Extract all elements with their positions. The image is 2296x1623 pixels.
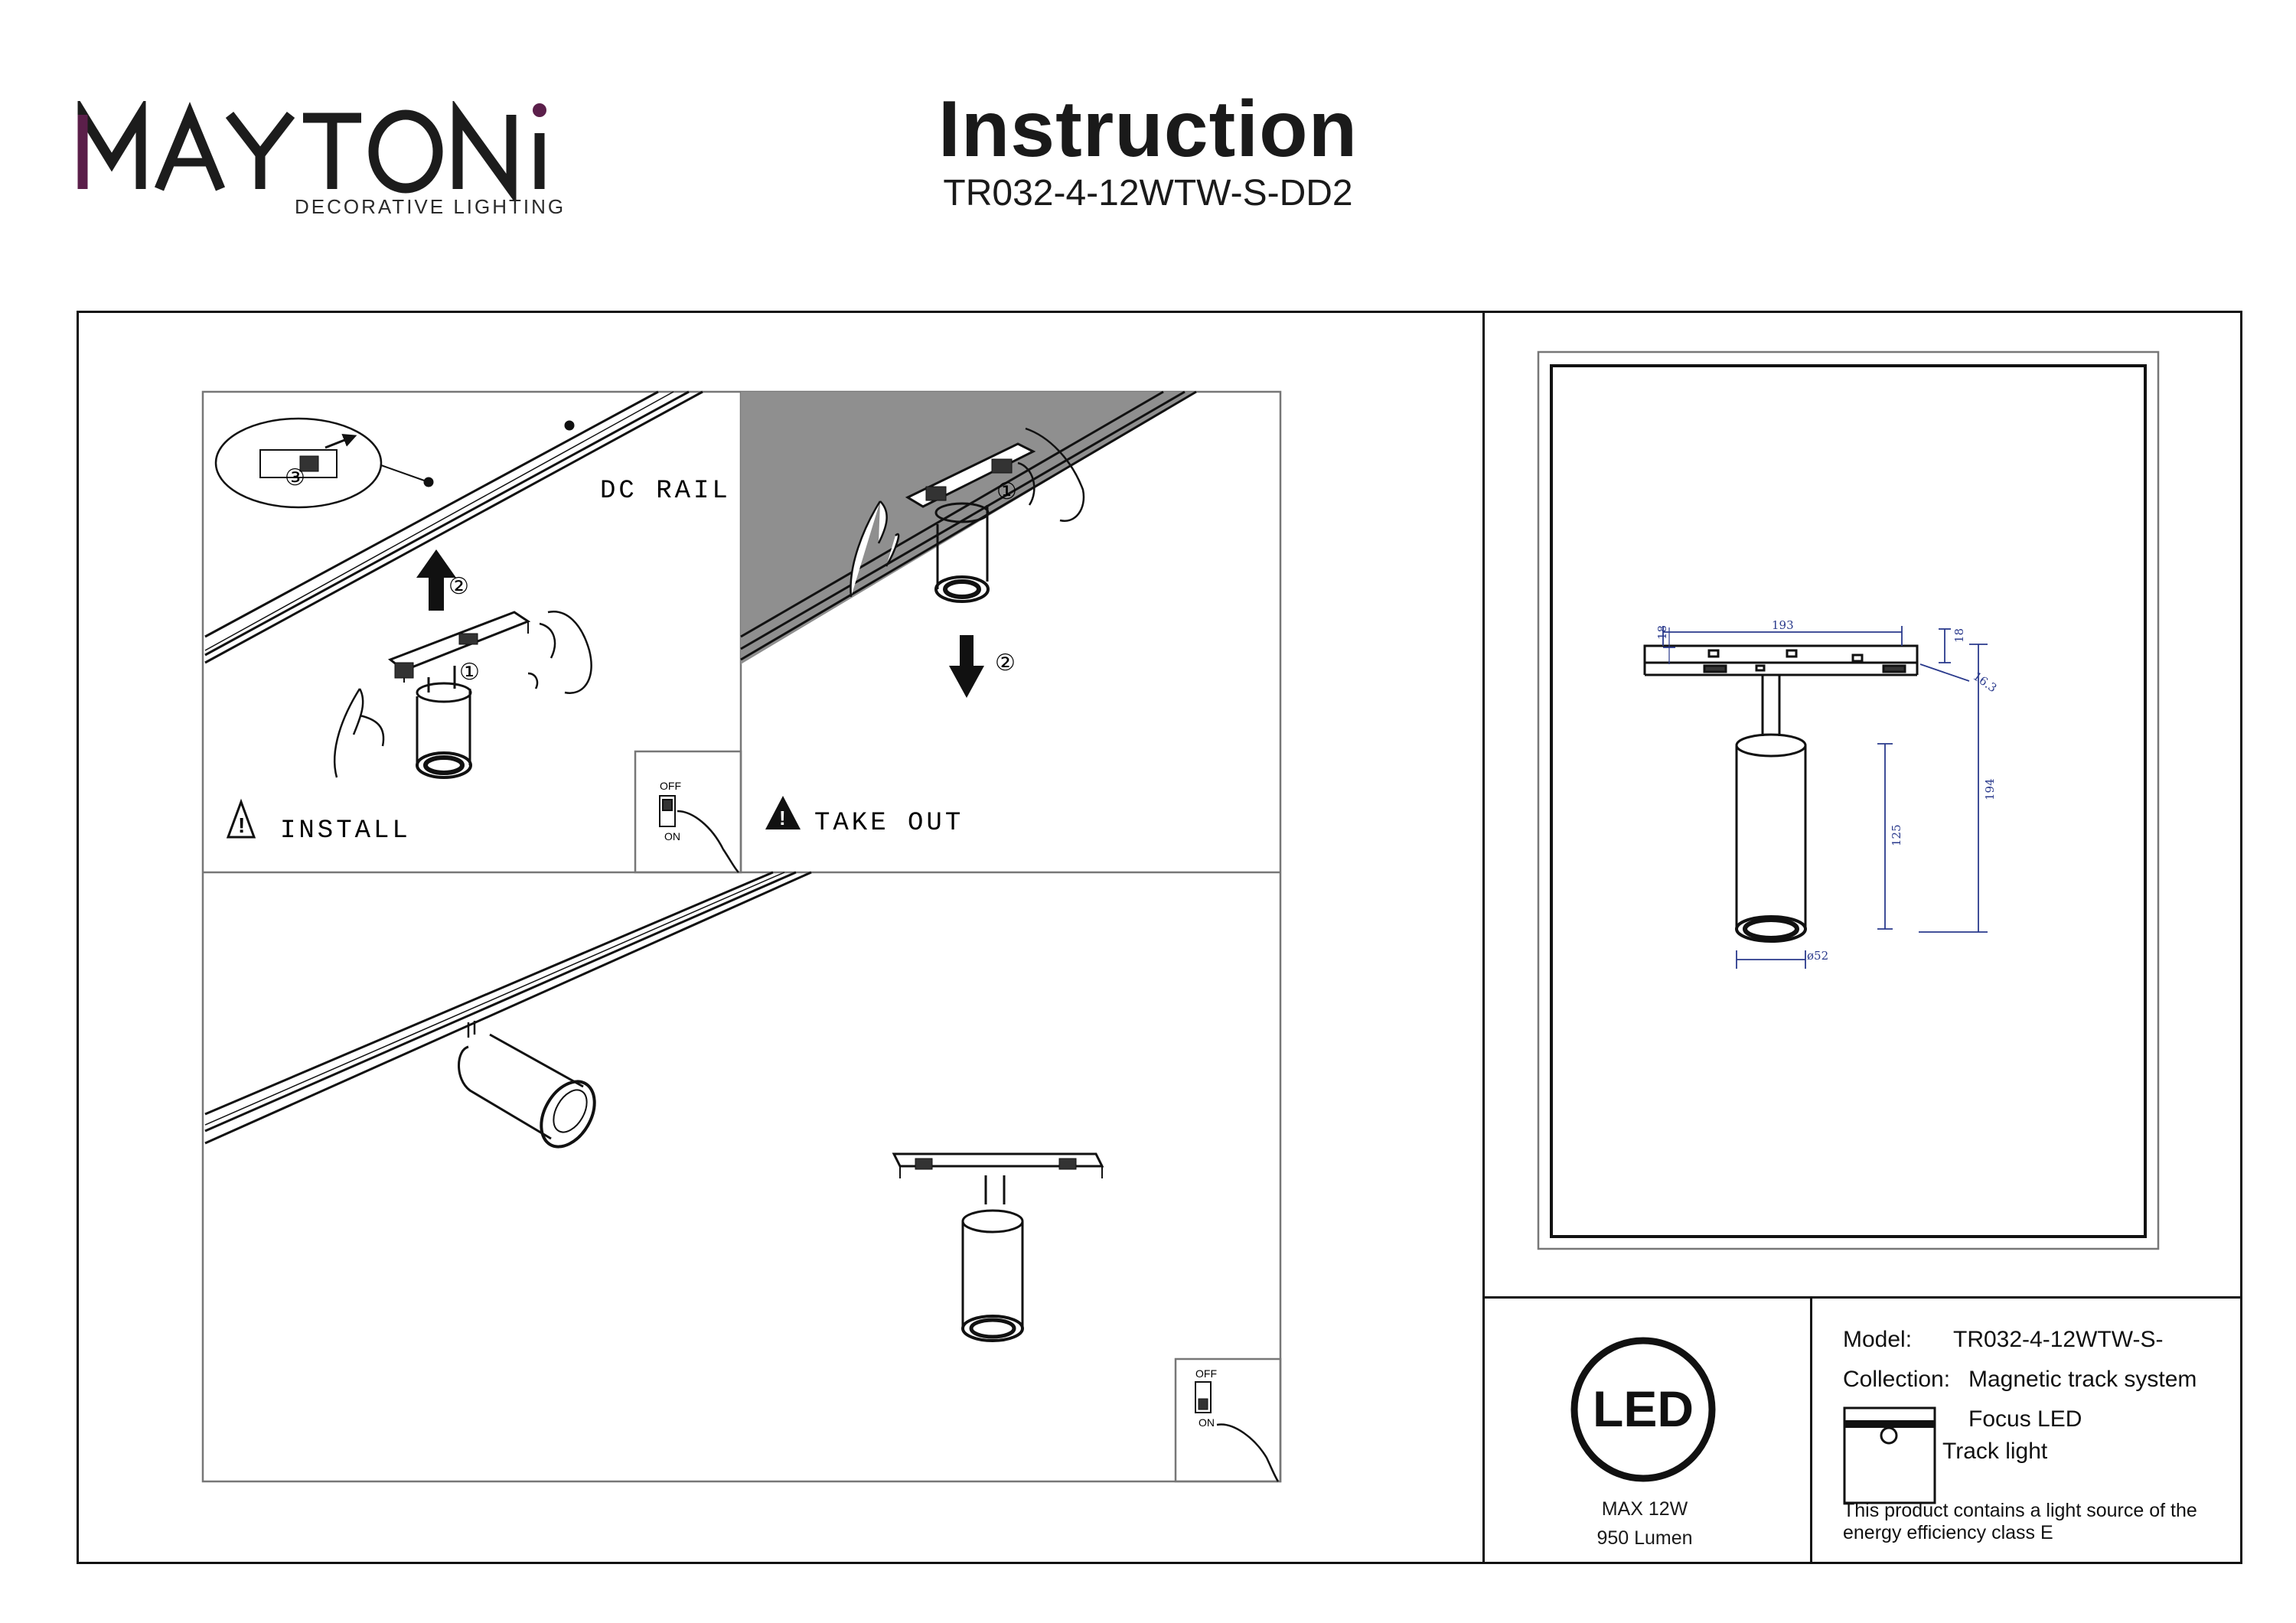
page-title: Instruction (938, 85, 1358, 174)
info-divider (1482, 1296, 2242, 1299)
takeout-step-2: ② (995, 650, 1016, 676)
type-value: Track light (1942, 1439, 2048, 1464)
energy-line-2: energy efficiency class E (1843, 1522, 2053, 1543)
dim-end-right: 18 (1952, 628, 1966, 643)
led-lumen: 950 Lumen (1596, 1527, 1693, 1549)
takeout-label: TAKE OUT (814, 809, 964, 838)
takeout-panel (740, 390, 1197, 698)
collection-label: Collection: (1843, 1367, 1951, 1392)
led-icon-text: LED (1593, 1380, 1694, 1437)
dim-total-height: 194 (1983, 778, 1997, 800)
warning-icon (765, 796, 801, 829)
takeout-step-1: ① (996, 479, 1017, 504)
brand-tagline: DECORATIVE LIGHTING (295, 195, 566, 218)
switch-on-text: ON (664, 830, 680, 842)
svg-text:!: ! (238, 813, 245, 837)
install-label: INSTALL (280, 816, 411, 846)
dc-rail-label: DC RAIL (600, 477, 731, 506)
info-column-divider (1810, 1296, 1812, 1564)
model-code: TR032-4-12WTW-S-DD2 (943, 173, 1353, 213)
step-2-label: ② (448, 574, 469, 599)
dim-depth: 16.3 (1971, 670, 2000, 696)
step-1-label: ① (459, 660, 480, 685)
collection-value: Magnetic track system (1968, 1367, 2197, 1392)
switch2-on-text: ON (1199, 1416, 1215, 1429)
installed-panel (204, 871, 1282, 1483)
model-value: TR032-4-12WTW-S- (1953, 1327, 2164, 1352)
led-icon: LED (1570, 1337, 1716, 1482)
dim-length: 193 (1772, 618, 1794, 632)
frame-divider (1482, 311, 1485, 1564)
dimension-drawing: 193 18 18 16.3 194 125 ø52 (1537, 350, 2160, 1250)
led-max-power: MAX 12W (1601, 1498, 1688, 1520)
track-light-icon (1843, 1406, 1936, 1504)
switch-off-inset (634, 750, 742, 874)
step-3-label: ③ (285, 465, 305, 490)
switch-off-text: OFF (660, 780, 681, 792)
install-panel (204, 390, 703, 779)
dim-body-height: 125 (1890, 824, 1903, 846)
maytoni-logo (77, 101, 546, 200)
dim-diameter: ø52 (1807, 949, 1828, 963)
svg-text:!: ! (779, 807, 786, 829)
collection-sub: Focus LED (1968, 1406, 2082, 1432)
main-frame (77, 311, 2242, 1564)
model-label: Model: (1843, 1327, 1913, 1352)
energy-line-1: This product contains a light source of … (1843, 1500, 2197, 1521)
switch2-off-text: OFF (1195, 1367, 1217, 1380)
caution-icon (226, 798, 256, 839)
dim-end-left: 18 (1655, 625, 1669, 640)
installation-diagram: ③ ② ① DC RAIL ! INSTALL OFF ON ① ② ! TAK… (201, 390, 1282, 1483)
